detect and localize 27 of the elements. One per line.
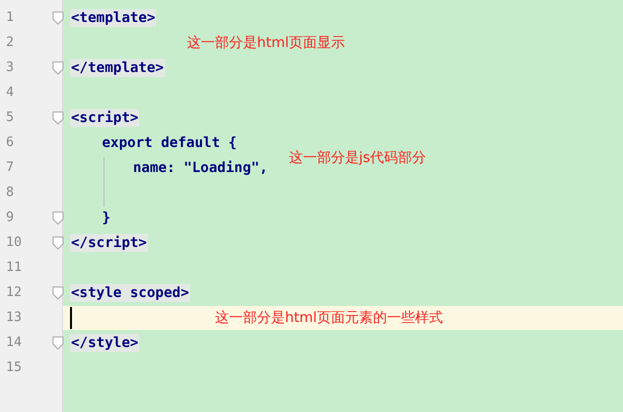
line-number: 14 bbox=[6, 334, 22, 352]
line-number: 5 bbox=[6, 109, 14, 127]
code-line: name: "Loading", bbox=[133, 159, 268, 177]
line-number: 10 bbox=[6, 234, 22, 252]
code-tag: </style> bbox=[70, 334, 140, 352]
line-number: 13 bbox=[6, 309, 22, 327]
line-number: 1 bbox=[6, 9, 14, 27]
code-tag: <style scoped> bbox=[70, 284, 190, 302]
code-line: } bbox=[102, 209, 110, 227]
code-tag: </script> bbox=[70, 234, 148, 252]
line-number: 4 bbox=[6, 84, 14, 102]
line-number: 2 bbox=[6, 34, 14, 52]
code-tag: <template> bbox=[70, 9, 156, 27]
code-tag: </template> bbox=[70, 59, 165, 77]
line-number: 8 bbox=[6, 184, 14, 202]
line-number: 9 bbox=[6, 209, 14, 227]
annotation-text: 这一部分是html页面元素的一些样式 bbox=[215, 309, 443, 327]
code-tag: <script> bbox=[70, 109, 140, 127]
annotation-text: 这一部分是js代码部分 bbox=[289, 149, 426, 167]
code-line: export default { bbox=[102, 134, 237, 152]
line-number: 12 bbox=[6, 284, 22, 302]
line-number: 11 bbox=[6, 259, 22, 277]
annotation-text: 这一部分是html页面显示 bbox=[187, 34, 345, 52]
line-number: 7 bbox=[6, 159, 14, 177]
line-number: 15 bbox=[6, 359, 22, 377]
line-number: 3 bbox=[6, 59, 14, 77]
line-number: 6 bbox=[6, 134, 14, 152]
